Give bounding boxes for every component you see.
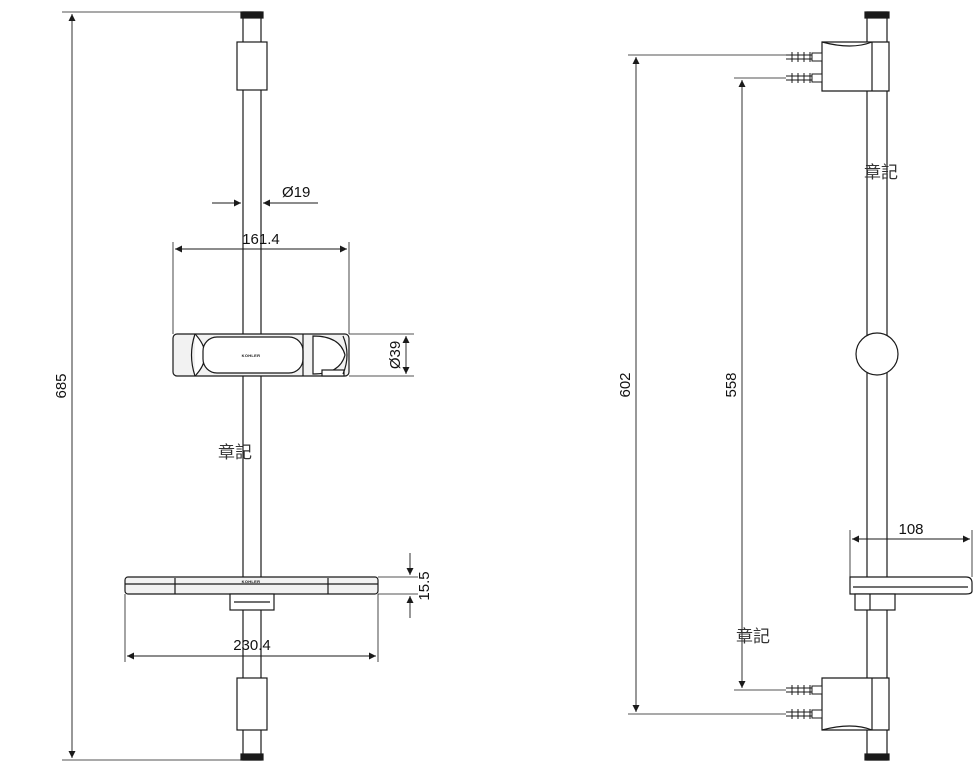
dim-total-height xyxy=(62,11,241,761)
dim-mount-span-inner xyxy=(734,77,786,691)
shelf-logo: KOHLER xyxy=(242,579,261,584)
front-watermark: 章記 xyxy=(218,443,252,463)
dim-shelf-depth xyxy=(849,530,973,577)
mount-span-inner-label: 558 xyxy=(723,372,740,397)
shelf-width-label: 230.4 xyxy=(233,637,271,654)
lower-screw-1 xyxy=(786,685,823,695)
front-rail xyxy=(240,11,264,761)
shelf-depth-label: 108 xyxy=(898,521,923,538)
total-height-label: 685 xyxy=(53,373,70,398)
side-shelf xyxy=(849,576,973,611)
shelf-thickness-label: 15.5 xyxy=(416,571,433,600)
dim-slider-width xyxy=(172,242,350,334)
upper-screw-2 xyxy=(786,73,823,83)
dim-shelf-thickness xyxy=(378,553,418,618)
side-slider-knob xyxy=(855,332,899,376)
front-view xyxy=(62,11,418,761)
side-watermark-top: 章記 xyxy=(864,163,898,183)
slider-diameter-label: Ø39 xyxy=(387,341,404,369)
slider-logo: KOHLER xyxy=(242,353,261,358)
dim-mount-span-outer xyxy=(628,54,786,715)
dim-slider-diameter xyxy=(349,333,414,377)
side-upper-mount xyxy=(786,41,890,92)
rail-diameter-label: Ø19 xyxy=(282,184,310,201)
front-upper-bracket xyxy=(236,41,268,91)
mount-span-outer-label: 602 xyxy=(617,372,634,397)
side-lower-mount xyxy=(786,677,890,731)
side-watermark-bottom: 章記 xyxy=(736,627,770,647)
upper-screw-1 xyxy=(786,52,823,62)
front-shelf xyxy=(124,576,379,611)
dim-shelf-width xyxy=(124,594,379,662)
lower-screw-2 xyxy=(786,709,823,719)
side-view xyxy=(628,11,973,761)
front-lower-bracket xyxy=(236,677,268,731)
side-rail xyxy=(864,11,890,761)
front-slider xyxy=(172,333,350,377)
slider-width-label: 161.4 xyxy=(242,231,280,248)
